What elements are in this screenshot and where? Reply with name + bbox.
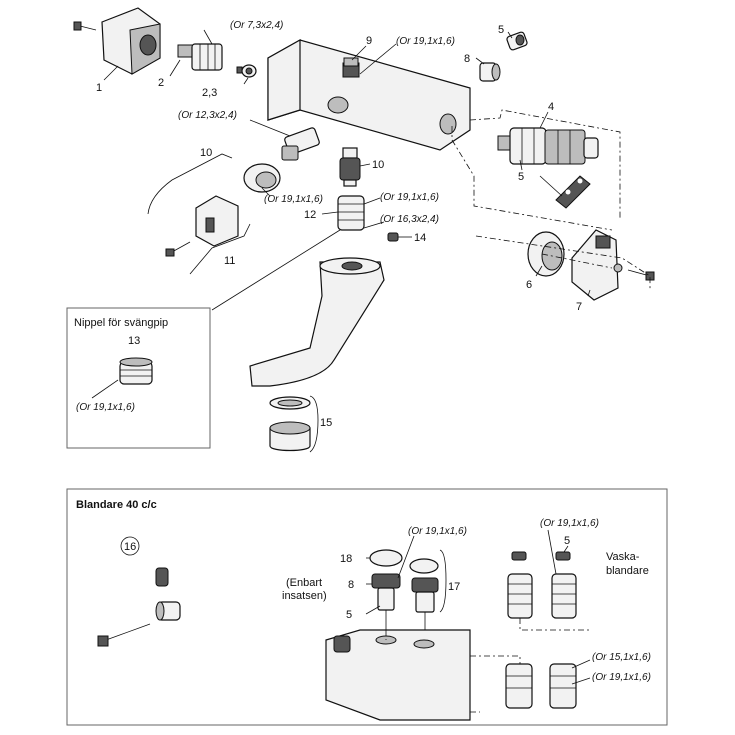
label-2: 2 xyxy=(158,77,164,89)
blandare-box xyxy=(66,488,668,726)
leader-lines xyxy=(91,29,651,399)
spec-or-19-1x1-6-c: (Or 19,1x1,6) xyxy=(380,192,439,203)
part-4-thermostat-cartridge xyxy=(497,127,599,165)
lower-nipples xyxy=(505,663,577,709)
part-5-seal-top xyxy=(506,31,528,51)
ring-seat xyxy=(243,163,281,193)
label-6: 6 xyxy=(526,279,532,291)
part-17-insert xyxy=(409,558,439,630)
screw-top-left xyxy=(73,21,97,31)
label-10-b: 10 xyxy=(372,159,384,171)
part-2-valve xyxy=(177,43,223,71)
part-16-marker xyxy=(120,536,140,556)
vaska-valve-left xyxy=(507,551,533,619)
label-5-blandare-right: 5 xyxy=(564,535,570,547)
part-8-bushing xyxy=(479,62,501,82)
bracket-17 xyxy=(439,549,447,613)
spec-or-19-1x1-6-e: (Or 19,1x1,6) xyxy=(540,518,599,529)
part-5-link-plate xyxy=(555,175,591,209)
part-18-disk xyxy=(369,549,403,567)
part-10-check-valve xyxy=(339,147,361,187)
label-11: 11 xyxy=(224,255,235,267)
screw-part-11 xyxy=(165,241,191,257)
part-10-diverter xyxy=(281,127,320,161)
part-15-aerator xyxy=(269,396,311,452)
part-14-screw xyxy=(387,232,399,242)
part-8-insert xyxy=(371,573,401,630)
label-5-blandare-left: 5 xyxy=(346,609,352,621)
spec-or-16-3x2-4: (Or 16,3x2,4) xyxy=(380,214,439,225)
spec-or-19-1x1-6-nippel: (Or 19,1x1,6) xyxy=(76,402,135,413)
vaska-valve-right xyxy=(551,551,577,619)
part-9-spigot xyxy=(343,57,359,67)
blandare-leader-lines xyxy=(365,529,591,713)
part-1-handle-cap xyxy=(101,7,161,75)
part-13-nipple xyxy=(119,357,153,385)
spec-or-19-1x1-6-b: (Or 19,1x1,6) xyxy=(264,194,323,205)
label-12: 12 xyxy=(304,209,316,221)
label-9: 9 xyxy=(366,35,372,47)
label-17: 17 xyxy=(448,581,460,593)
part-11-knob xyxy=(195,195,239,247)
label-1: 1 xyxy=(96,82,102,94)
enbart-label-line1: (Enbart xyxy=(286,577,322,589)
nippel-box xyxy=(66,307,211,449)
spec-or-15-1x1-6: (Or 15,1x1,6) xyxy=(592,652,651,663)
label-2-3: 2,3 xyxy=(202,87,217,99)
enbart-label-line2: insatsen) xyxy=(282,590,327,602)
label-4: 4 xyxy=(548,101,554,113)
spec-or-7-3x2-4: (Or 7,3x2,4) xyxy=(230,20,283,31)
label-5-mid: 5 xyxy=(518,171,524,183)
label-5-top: 5 xyxy=(498,24,504,36)
label-10-a: 10 xyxy=(200,147,212,159)
spec-or-19-1x1-6-d: (Or 19,1x1,6) xyxy=(408,526,467,537)
vaska-label-line1: Vaska- xyxy=(606,551,640,563)
spec-or-19-1x1-6-f: (Or 19,1x1,6) xyxy=(592,672,651,683)
label-7: 7 xyxy=(576,301,582,313)
bracket-15 xyxy=(309,395,319,453)
lower-body-plate xyxy=(325,629,471,721)
part-7-temperature-handle xyxy=(571,229,623,301)
spec-or-19-1x1-6-a: (Or 19,1x1,6) xyxy=(396,36,455,47)
part-6-ring xyxy=(527,231,565,277)
swivel-spout xyxy=(249,257,385,387)
label-8-blandare: 8 xyxy=(348,579,354,591)
label-16: 16 xyxy=(124,541,136,553)
label-15: 15 xyxy=(320,417,332,429)
vaska-label-line2: blandare xyxy=(606,565,649,577)
label-8-top: 8 xyxy=(464,53,470,65)
part-12-nipple xyxy=(337,195,365,231)
label-13: 13 xyxy=(128,335,140,347)
label-14: 14 xyxy=(414,232,426,244)
part-2-3-nut xyxy=(236,64,257,78)
blandare-box-title: Blandare 40 c/c xyxy=(76,499,157,511)
spec-or-12-3x2-4: (Or 12,3x2,4) xyxy=(178,110,237,121)
part-16-parts xyxy=(97,567,181,647)
label-18: 18 xyxy=(340,553,352,565)
nippel-box-title: Nippel för svängpip xyxy=(74,317,168,329)
